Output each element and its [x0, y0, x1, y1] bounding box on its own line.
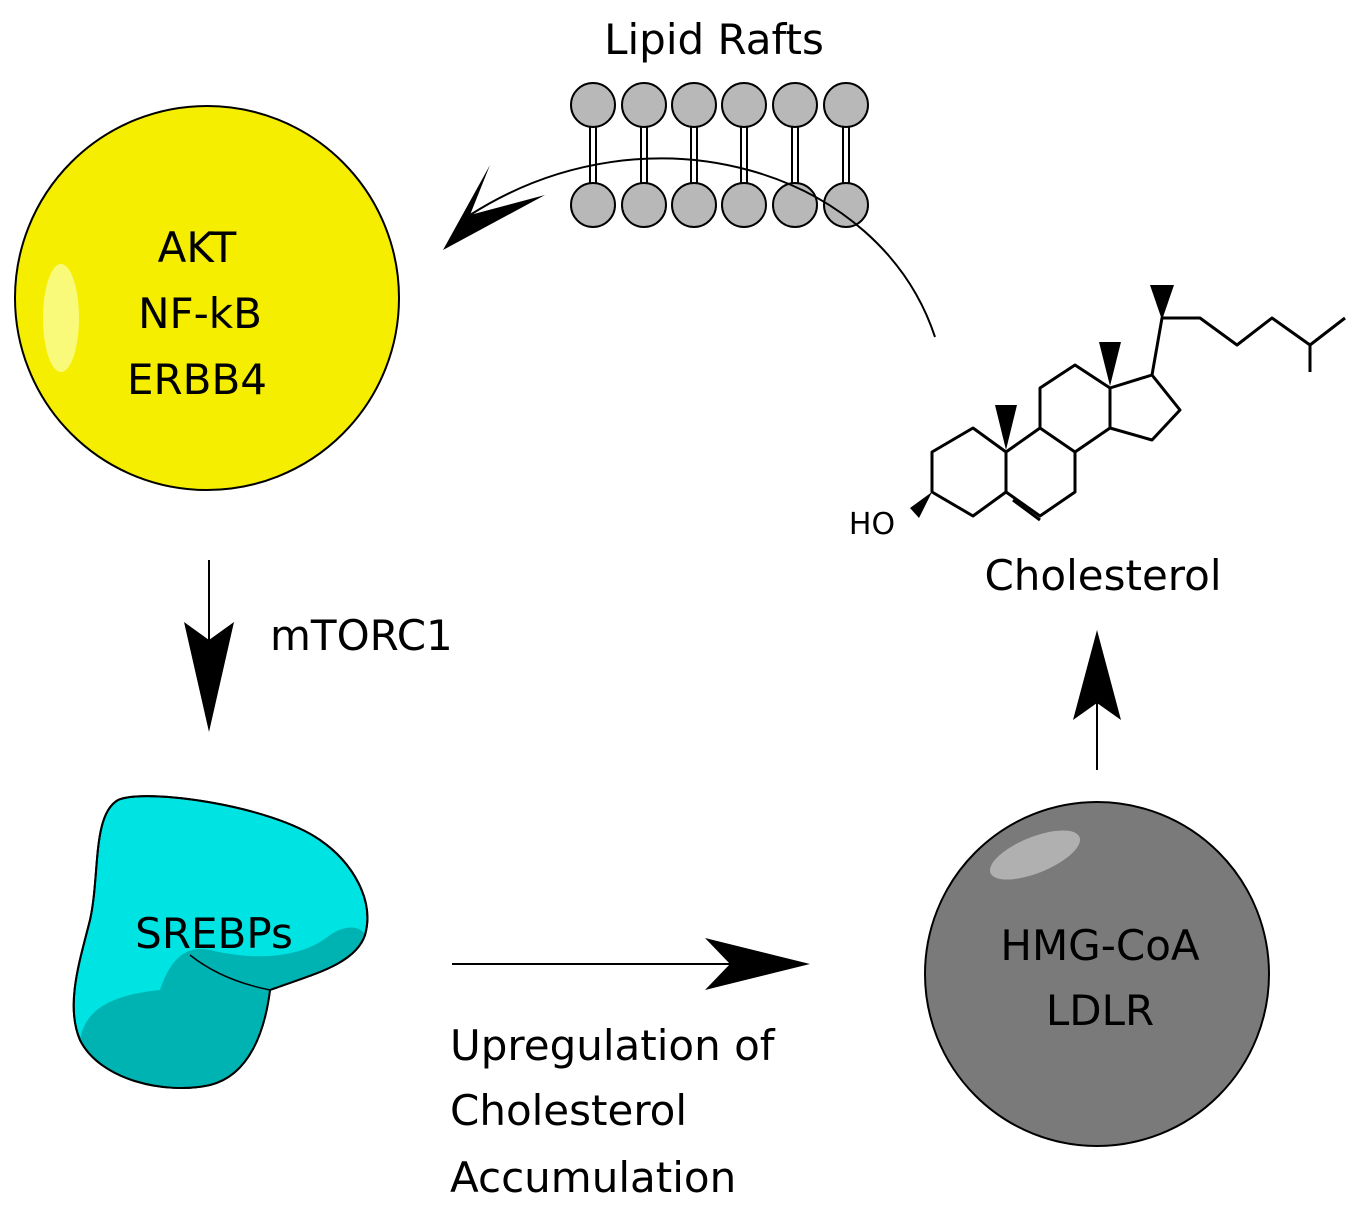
hmg-to-cholesterol-arrowhead	[1073, 630, 1121, 720]
lipid-head-upper	[823, 82, 869, 128]
nfkb-label: NF-kB	[138, 289, 262, 338]
methyl-wedge-c19	[995, 405, 1017, 450]
lipid-head-lower	[823, 182, 869, 228]
srebps-shape-dark	[80, 927, 365, 1088]
akt-label: AKT	[158, 223, 237, 272]
lipid-head-upper	[671, 82, 717, 128]
hmg-coa-ldlr-node: HMG-CoA LDLR	[924, 801, 1270, 1147]
lipid-head-upper	[621, 82, 667, 128]
upregulation-line-1: Upregulation of	[450, 1021, 776, 1070]
hmg-coa-label: HMG-CoA	[1000, 921, 1200, 970]
cholesterol-structure	[930, 316, 1346, 522]
upregulation-line-2: Cholesterol	[450, 1086, 687, 1135]
erbb4-label: ERBB4	[127, 355, 267, 404]
raft-to-akt-arrowhead	[443, 165, 545, 250]
mtorc1-label: mTORC1	[270, 611, 453, 660]
lipid-head-upper	[570, 82, 616, 128]
upregulation-line-3: Accumulation	[450, 1153, 736, 1202]
side-chain-wedge	[1150, 285, 1174, 320]
methyl-wedge-c18	[1099, 342, 1121, 386]
upregulation-label: Upregulation of Cholesterol Accumulation	[450, 1021, 776, 1202]
srebps-node: SREBPs	[72, 795, 369, 1089]
lipid-head-lower	[772, 182, 818, 228]
lipid-head-lower	[671, 182, 717, 228]
lipid-rafts-label: Lipid Rafts	[604, 15, 824, 64]
lipid-raft-bilayer	[570, 82, 869, 228]
cholesterol-label: Cholesterol	[984, 551, 1221, 600]
srebps-label: SREBPs	[135, 909, 293, 958]
lipid-head-lower	[570, 182, 616, 228]
upregulation-arrowhead	[705, 938, 810, 990]
akt-nfkb-erbb4-node: AKT NF-kB ERBB4	[14, 105, 400, 491]
akt-highlight	[43, 264, 79, 372]
lipid-head-upper	[721, 82, 767, 128]
lipid-head-upper	[772, 82, 818, 128]
lipid-head-lower	[721, 182, 767, 228]
srebps-outline	[72, 795, 369, 1089]
mtorc1-arrowhead	[184, 622, 234, 732]
srebps-fold-line	[189, 954, 271, 991]
ho-label: HO	[849, 507, 895, 542]
ldlr-label: LDLR	[1046, 986, 1154, 1035]
hmg-highlight	[989, 830, 1081, 880]
raft-to-akt-arrow	[469, 157, 936, 338]
lipid-head-lower	[621, 182, 667, 228]
ho-wedge	[910, 492, 932, 518]
